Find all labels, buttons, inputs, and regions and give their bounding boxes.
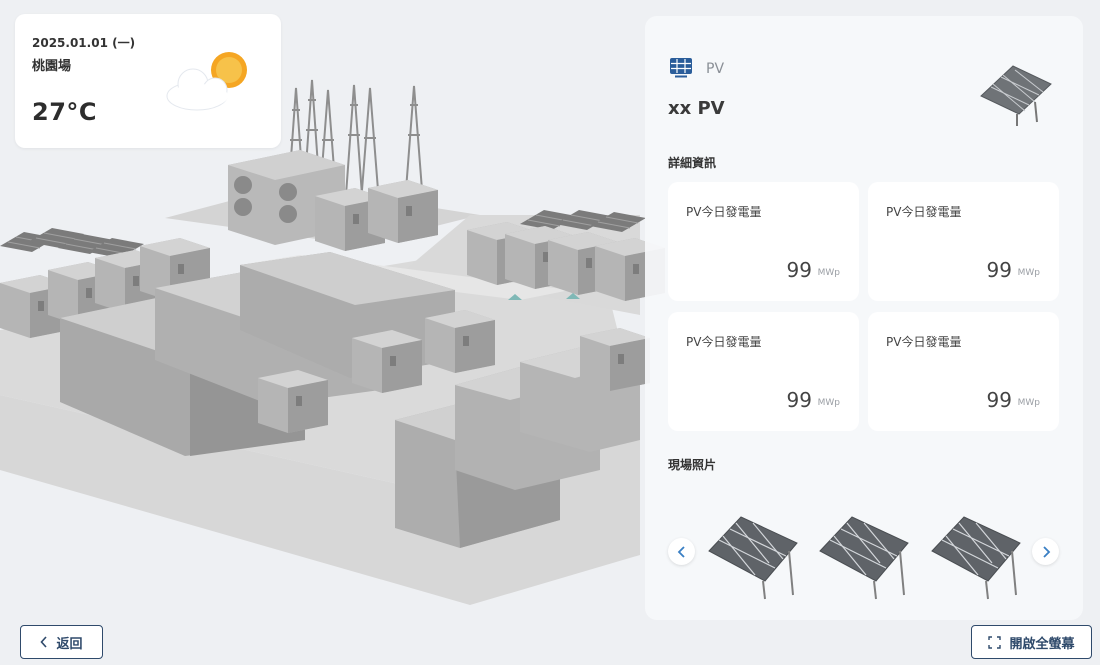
stat-name: PV今日發電量 [886, 335, 962, 349]
stat-unit: MWp [1017, 268, 1040, 278]
temperature: 27°C [32, 98, 98, 126]
stat-value: 99 [786, 258, 812, 282]
back-button[interactable]: 返回 [20, 625, 103, 659]
stat-name: PV今日發電量 [686, 335, 762, 349]
stat-grid: PV今日發電量 99 MWp PV今日發電量 99 MWp PV今日發電量 99… [668, 182, 1060, 431]
stat-unit: MWp [817, 398, 840, 408]
weather-card: 2025.01.01 (一) 桃園場 27°C [15, 14, 281, 148]
stat-card: PV今日發電量 99 MWp [668, 182, 859, 301]
site-photo[interactable] [818, 511, 912, 603]
fullscreen-button[interactable]: 開啟全螢幕 [971, 625, 1092, 659]
asset-title: xx PV [668, 98, 725, 119]
stat-value: 99 [986, 388, 1012, 412]
asset-type: PV [706, 61, 725, 77]
stat-card: PV今日發電量 99 MWp [868, 182, 1059, 301]
partly-cloudy-icon [166, 52, 247, 111]
site-photo[interactable] [930, 511, 1024, 603]
detail-panel: PV xx PV 詳細資訊 PV今日發電量 99 MWp PV今日發電量 99 … [645, 16, 1083, 620]
detail-section-title: 詳細資訊 [668, 156, 717, 170]
stat-value: 99 [786, 388, 812, 412]
stat-card: PV今日發電量 99 MWp [868, 312, 1059, 431]
chevron-right-icon [1042, 545, 1050, 558]
stat-value: 99 [986, 258, 1012, 282]
stat-unit: MWp [1017, 398, 1040, 408]
fullscreen-button-label: 開啟全螢幕 [1009, 636, 1075, 652]
stat-unit: MWp [817, 268, 840, 278]
carousel-next-button[interactable] [1032, 538, 1059, 565]
photo-section-title: 現場照片 [668, 458, 717, 472]
chevron-left-icon [40, 636, 48, 648]
site-name: 桃園場 [32, 59, 72, 74]
photo-carousel [668, 506, 1060, 606]
carousel-prev-button[interactable] [668, 538, 695, 565]
stat-card: PV今日發電量 99 MWp [668, 312, 859, 431]
fullscreen-icon [988, 635, 1002, 649]
back-button-label: 返回 [56, 636, 83, 652]
chevron-left-icon [677, 545, 685, 558]
stat-name: PV今日發電量 [686, 205, 762, 219]
stat-name: PV今日發電量 [886, 205, 962, 219]
solar-panel-thumbnail [980, 65, 1052, 126]
solar-panel-icon [670, 58, 692, 78]
site-photo[interactable] [707, 511, 801, 603]
weather-date: 2025.01.01 (一) [32, 36, 136, 50]
